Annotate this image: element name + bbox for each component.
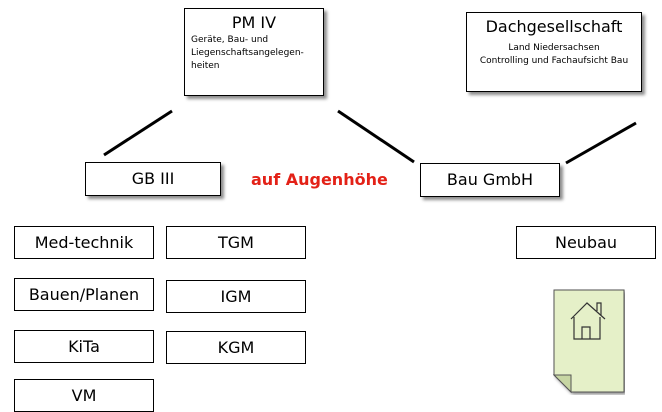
pm4-subtitle: Geräte, Bau- und Liegenschaftsangelegen-… [191, 35, 304, 72]
unit-med-technik: Med-technik [14, 226, 154, 259]
pm4-box: PM IV Geräte, Bau- und Liegenschaftsange… [184, 8, 324, 96]
unit-tgm: TGM [166, 226, 306, 259]
unit-label: Bauen/Planen [28, 284, 140, 304]
house-icon [570, 302, 606, 340]
unit-label: IGM [220, 286, 252, 306]
dachgesellschaft-title: Dachgesellschaft [485, 17, 623, 36]
pm4-title: PM IV [231, 13, 277, 32]
dachgesellschaft-subtitle: Land Niedersachsen Controlling und Facha… [479, 43, 629, 67]
bau-gmbh-label: Bau GmbH [446, 170, 534, 189]
unit-label: KGM [217, 337, 255, 357]
connector-dach-bau [565, 121, 637, 165]
unit-label: TGM [218, 232, 254, 252]
auf-augenhoehe-label: auf Augenhöhe [251, 170, 388, 189]
unit-label: KiTa [68, 336, 100, 356]
connector-pm4-gb3 [103, 109, 173, 157]
unit-vm: VM [14, 379, 154, 412]
neubau-box: Neubau [516, 226, 656, 259]
unit-label: VM [71, 385, 97, 405]
neubau-label: Neubau [554, 232, 618, 252]
unit-igm: IGM [166, 280, 306, 313]
unit-label: Med-technik [34, 232, 134, 252]
dachgesellschaft-box: Dachgesellschaft Land Niedersachsen Cont… [466, 12, 642, 92]
unit-kita: KiTa [14, 330, 154, 363]
unit-bauen-planen: Bauen/Planen [14, 278, 154, 311]
bau-gmbh-box: Bau GmbH [420, 163, 560, 197]
unit-kgm: KGM [166, 331, 306, 364]
gb3-label: GB III [131, 169, 175, 188]
gb3-box: GB III [85, 162, 221, 196]
connector-pm4-bau [337, 109, 415, 164]
house-document-icon [553, 289, 625, 394]
